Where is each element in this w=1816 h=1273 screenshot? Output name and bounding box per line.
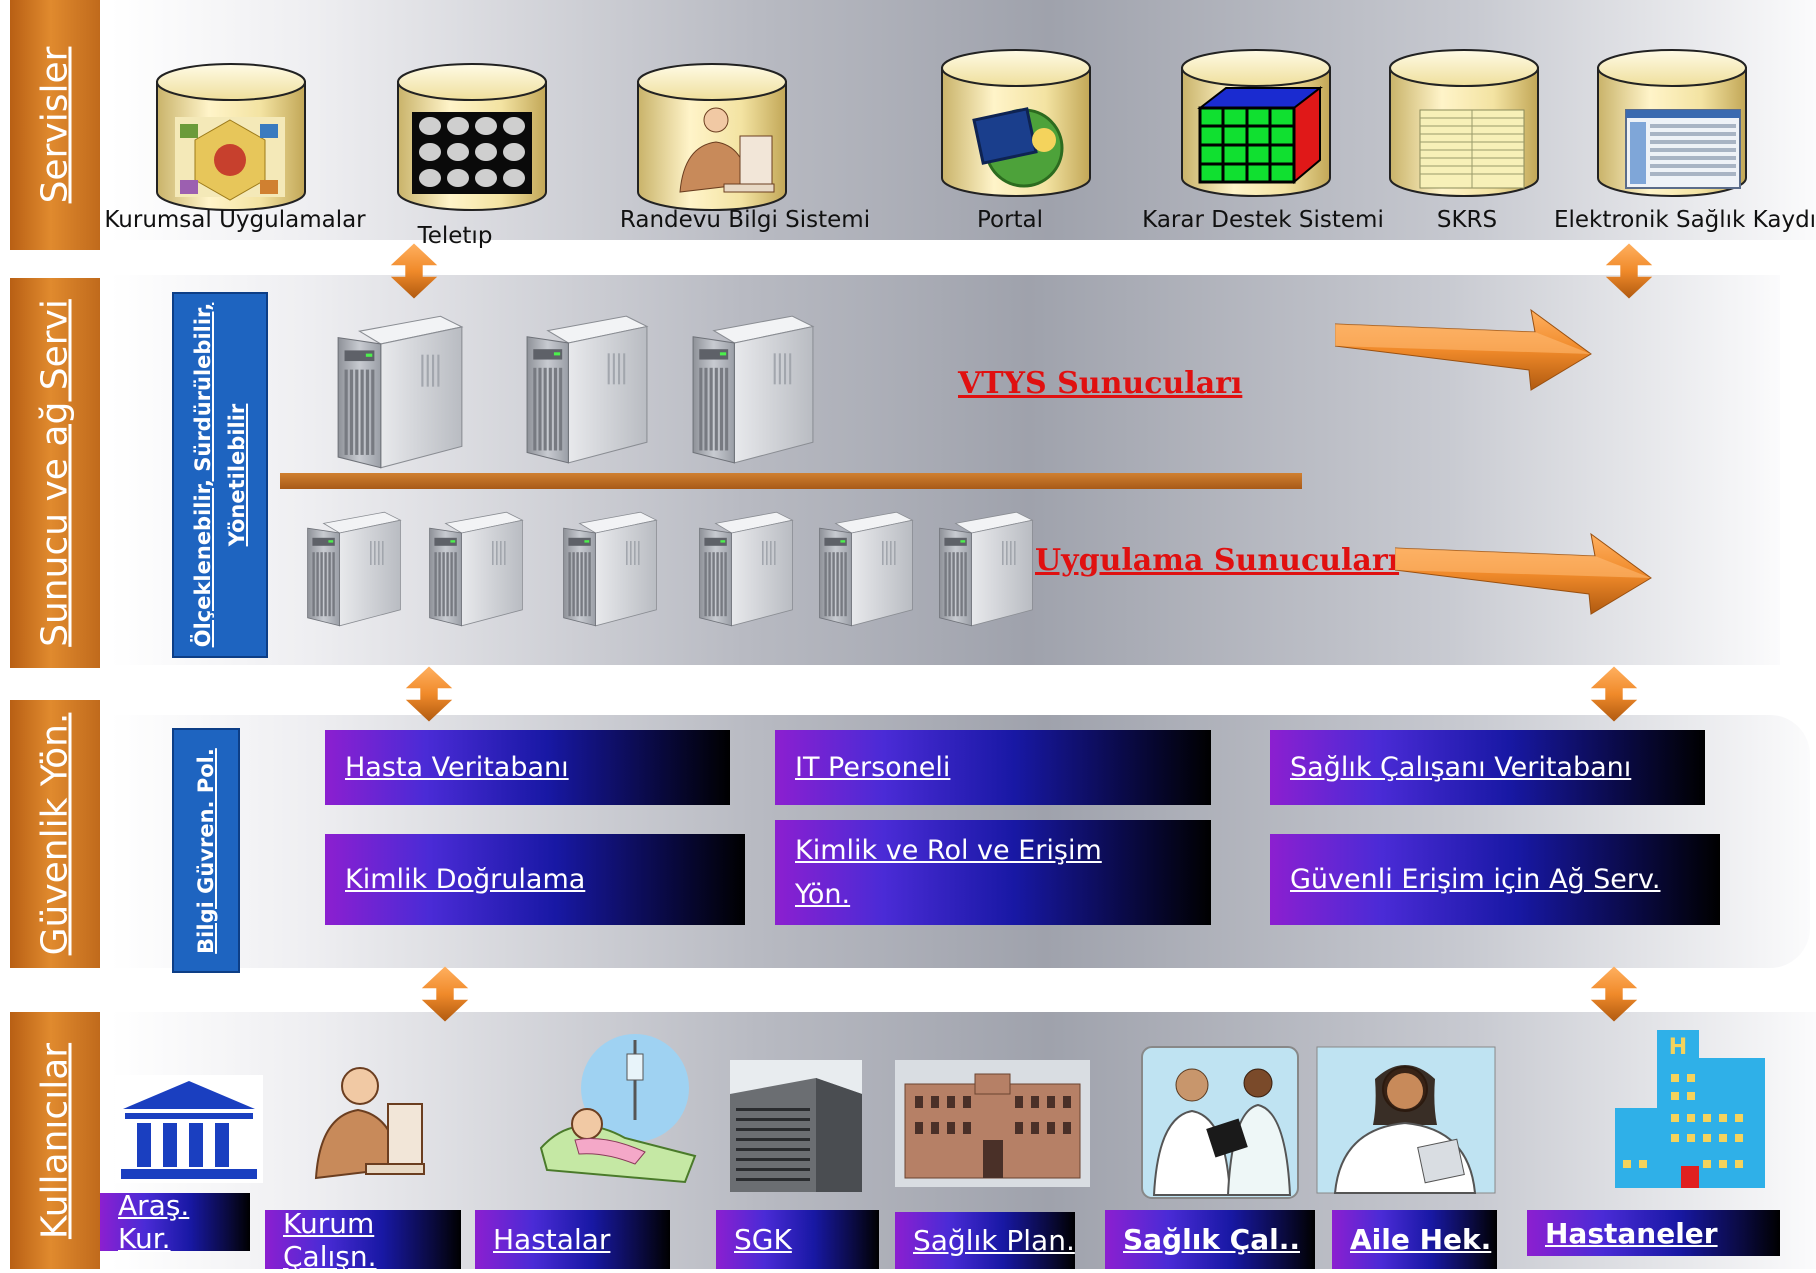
connector-arrow-icon	[1590, 966, 1638, 1022]
connector-arrow-icon	[421, 966, 469, 1022]
security-box-label: Güvenli Erişim için Ağ Serv.	[1290, 863, 1661, 895]
app-server-icon	[939, 511, 1033, 627]
layer-tab-users: Kullanıcılar	[10, 1012, 100, 1269]
service-label: Randevu Bilgi Sistemi	[619, 207, 871, 233]
connector-arrow-icon	[390, 243, 438, 299]
svg-text:H: H	[1669, 1035, 1687, 1060]
security-side-label: Bilgi Güvren. Pol.	[194, 747, 218, 954]
security-box-label: Kimlik ve Rol ve Erişim Yön.	[795, 834, 1102, 910]
server-side-label: Ölçeklenebilir, Sürdürülebilir, Yönetile…	[186, 303, 254, 648]
records-window-icon	[1625, 109, 1741, 189]
app-server-icon	[429, 511, 523, 627]
server-side-bar: Ölçeklenebilir, Sürdürülebilir, Yönetile…	[172, 292, 268, 658]
service-cylinder-enterprise	[156, 63, 306, 211]
institution-icon	[115, 1075, 263, 1183]
service-cylinder-esk	[1597, 49, 1747, 197]
layer-tab-services: Servisler	[10, 0, 100, 250]
layer-label-users: Kullanıcılar	[34, 1042, 76, 1239]
server-side-label-line1: Ölçeklenebilir, Sürdürülebilir,	[191, 302, 215, 648]
right-arrow-icon	[1395, 532, 1652, 615]
security-side-bar: Bilgi Güvren. Pol.	[172, 728, 240, 973]
sgk-building-icon	[730, 1060, 862, 1192]
layer-tab-security: Güvenlik Yön.	[10, 700, 100, 968]
connector-arrow-icon	[405, 666, 453, 722]
security-box-saglik-calisani-veritabani[interactable]: Sağlık Çalışanı Veritabanı	[1270, 730, 1705, 805]
patient-in-bed-icon	[539, 1034, 697, 1184]
ministry-building-icon	[895, 1060, 1090, 1187]
service-label: Karar Destek Sistemi	[1142, 207, 1384, 233]
enterprise-apps-icon	[175, 117, 285, 201]
user-label-kurum-calisani[interactable]: Kurum Çalışn.	[265, 1207, 461, 1273]
security-box-hasta-veritabani[interactable]: Hasta Veritabanı	[325, 730, 730, 805]
security-box-kimlik-dogrulama[interactable]: Kimlik Doğrulama	[325, 834, 745, 925]
db-server-icon	[337, 315, 463, 469]
user-label-aras-kur[interactable]: Araş. Kur.	[100, 1189, 250, 1255]
connector-arrow-icon	[1590, 666, 1638, 722]
spreadsheet-icon	[1419, 109, 1525, 189]
brain-scan-icon	[412, 112, 532, 194]
connector-arrow-icon	[1605, 243, 1653, 299]
user-label-saglik-plan[interactable]: Sağlık Plan.	[895, 1212, 1075, 1269]
security-box-label: IT Personeli	[795, 751, 951, 783]
office-worker-icon	[679, 107, 775, 193]
doctors-icon	[1141, 1046, 1299, 1199]
globe-portal-icon	[972, 107, 1064, 188]
user-label-sgk[interactable]: SGK	[716, 1210, 879, 1269]
db-servers-title: VTYS Sunucuları	[958, 366, 1243, 401]
app-server-icon	[307, 511, 401, 627]
family-doctor-icon	[1316, 1046, 1496, 1194]
security-box-label: Kimlik Doğrulama	[345, 863, 586, 895]
user-label-text: Sağlık Plan.	[913, 1224, 1075, 1257]
db-server-icon	[692, 315, 814, 464]
user-label-text: Aile Hek.	[1350, 1223, 1492, 1256]
hospital-building-icon: H	[1615, 1030, 1765, 1188]
layer-label-services: Servisler	[34, 46, 76, 204]
service-cylinder-portal	[941, 49, 1091, 197]
office-worker-icon	[314, 1067, 425, 1180]
security-box-label: Sağlık Çalışanı Veritabanı	[1290, 751, 1632, 783]
user-label-hastaneler[interactable]: Hastaneler	[1527, 1210, 1780, 1256]
service-label: Teletıp	[417, 223, 493, 249]
user-label-hastalar[interactable]: Hastalar	[475, 1210, 670, 1269]
db-server-icon	[526, 315, 648, 464]
layer-tab-servers: Sunucu ve ağ Servi	[10, 278, 100, 668]
service-cylinder-skrs	[1389, 49, 1539, 197]
service-label: SKRS	[1436, 207, 1498, 233]
data-cube-icon	[1197, 85, 1323, 185]
user-label-aile-hek[interactable]: Aile Hek.	[1332, 1210, 1497, 1269]
app-server-icon	[563, 511, 657, 627]
service-label: Portal	[976, 207, 1044, 233]
app-server-icon	[699, 511, 793, 627]
user-label-text: Sağlık Çal..	[1123, 1223, 1300, 1256]
user-label-text: Hastaneler	[1545, 1216, 1718, 1250]
user-label-text: SGK	[734, 1223, 792, 1256]
service-label: Kurumsal Uygulamalar	[104, 207, 366, 233]
layer-label-servers: Sunucu ve ağ Servi	[34, 299, 76, 647]
app-servers-title: Uygulama Sunucuları	[1035, 543, 1400, 578]
service-cylinder-randevu	[637, 63, 787, 211]
user-label-saglik-cal[interactable]: Sağlık Çal..	[1105, 1210, 1315, 1269]
app-server-icon	[819, 511, 913, 627]
service-label: Elektronik Sağlık Kaydı	[1553, 207, 1816, 233]
security-box-label: Hasta Veritabanı	[345, 751, 569, 783]
server-side-label-line2: Yönetilebilir	[225, 403, 249, 547]
user-label-text: Araş. Kur.	[118, 1189, 190, 1255]
layer-label-security: Güvenlik Yön.	[34, 712, 76, 956]
user-label-text: Kurum Çalışn.	[283, 1206, 377, 1273]
service-cylinder-kds	[1181, 49, 1331, 197]
right-arrow-icon	[1335, 308, 1592, 391]
service-cylinder-teletip	[397, 63, 547, 211]
server-divider-bar	[280, 473, 1302, 489]
security-box-it-personeli[interactable]: IT Personeli	[775, 730, 1211, 805]
security-box-guvenli-erisim[interactable]: Güvenli Erişim için Ağ Serv.	[1270, 834, 1720, 925]
security-box-kimlik-rol-erisim[interactable]: Kimlik ve Rol ve Erişim Yön.	[775, 820, 1211, 925]
user-label-text: Hastalar	[493, 1223, 611, 1256]
